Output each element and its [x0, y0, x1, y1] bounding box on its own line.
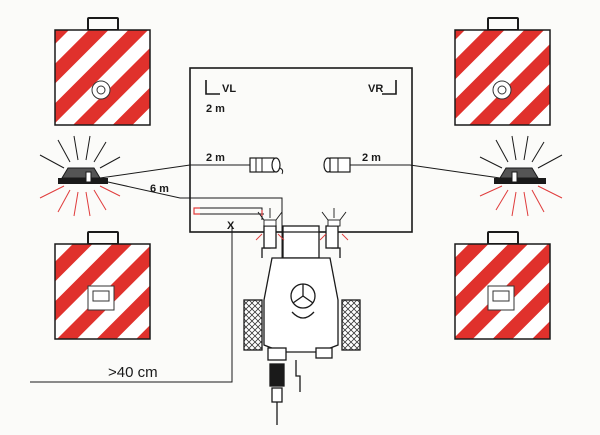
camera-plug-left: [249, 157, 284, 175]
label-front-left: VL: [222, 83, 236, 95]
front-right-corner-icon: [382, 80, 397, 95]
cables: [30, 164, 501, 383]
beacon-left: [39, 135, 121, 217]
camera-plug-right: [323, 157, 351, 173]
connector-marker: [193, 207, 200, 215]
label-min-clearance: >40 cm: [108, 364, 158, 381]
tractor-beacon-left: [255, 208, 285, 241]
warning-panel-bottom-right: [454, 231, 551, 340]
label-left-cable: 2 m: [206, 152, 225, 164]
label-long-cable: 6 m: [150, 183, 169, 195]
tractor-beacon-right: [319, 208, 349, 241]
tractor-icon: [243, 224, 361, 425]
label-cross-mark: X: [227, 220, 235, 232]
warning-panel-bottom-left: [54, 231, 151, 340]
warning-panel-top-left: [54, 17, 151, 126]
label-right-cable: 2 m: [362, 152, 381, 164]
warning-panel-top-right: [454, 17, 551, 126]
front-left-corner-icon: [205, 80, 220, 95]
beacon-right: [479, 135, 563, 217]
label-front-right: VR: [368, 83, 383, 95]
label-front-distance: 2 m: [206, 103, 225, 115]
